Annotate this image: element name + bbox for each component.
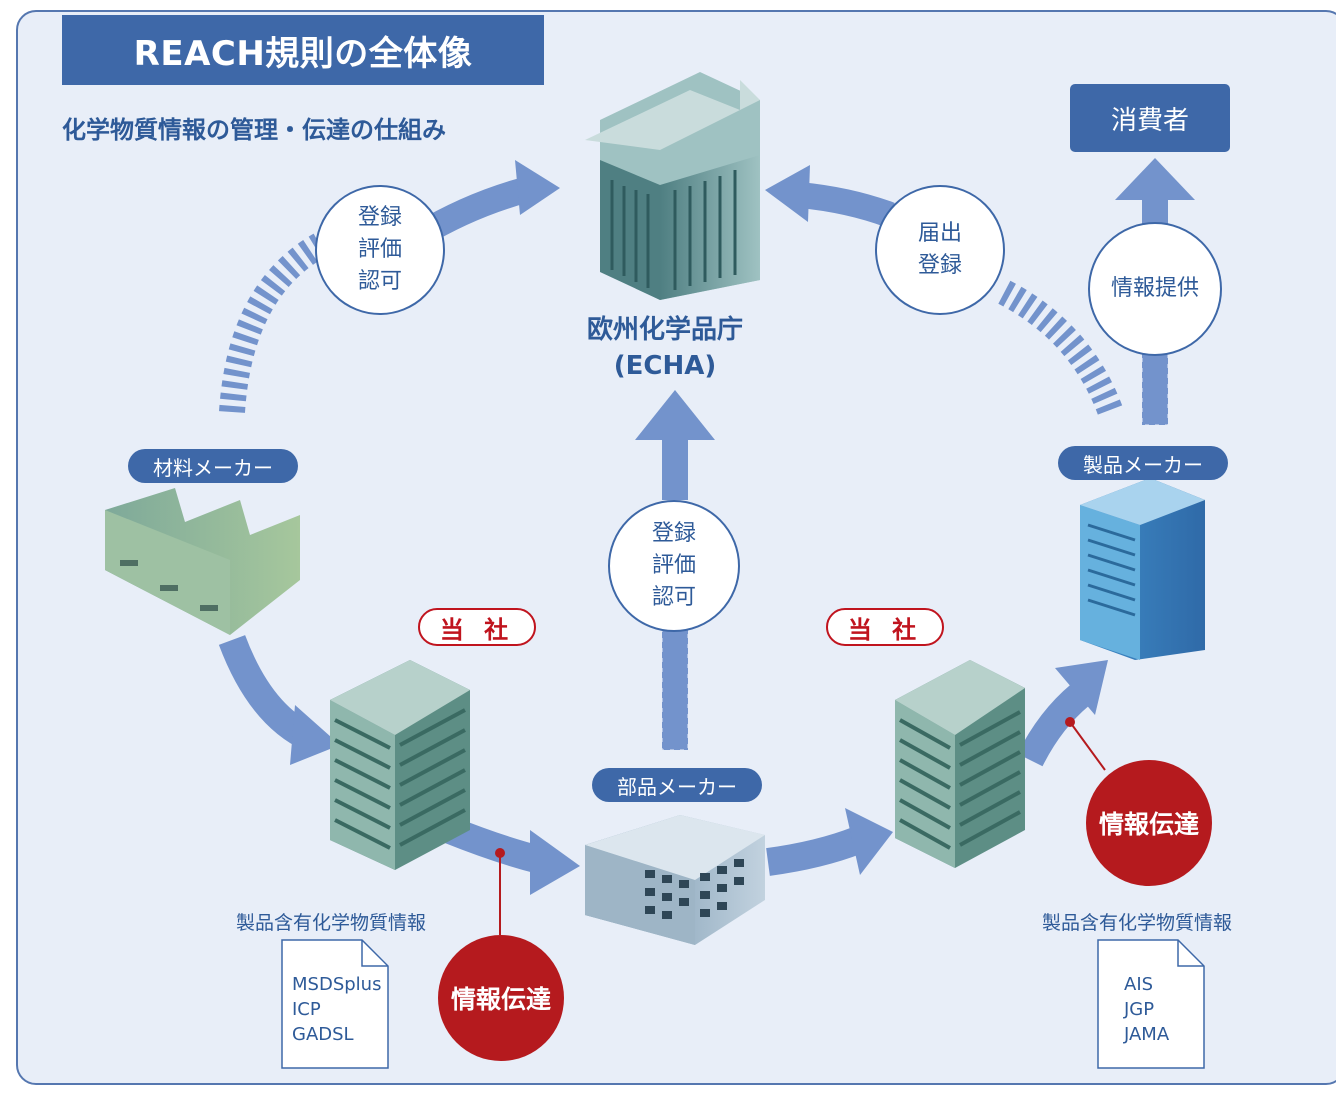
circle-line: 認可	[357, 268, 402, 294]
info-transfer-badge-left: 情報伝達	[438, 935, 564, 1061]
circle-line: 情報提供	[1110, 276, 1199, 302]
list-item: JAMA	[1124, 1024, 1170, 1046]
circle-register-evaluate-authorize-center: 登録 評価 認可	[608, 500, 740, 632]
echa-abbr: (ECHA)	[613, 351, 717, 382]
arrow-material-to-ours	[218, 634, 340, 765]
parts-maker-label: 部品メーカー	[592, 768, 762, 802]
circle-register-evaluate-authorize-left: 登録 評価 認可	[315, 185, 445, 315]
circle-line: 評価	[357, 237, 402, 263]
info-transfer-badge-right: 情報伝達	[1086, 760, 1212, 886]
echa-label: 欧州化学品庁 (ECHA)	[560, 312, 770, 385]
page-subtitle: 化学物質情報の管理・伝達の仕組み	[62, 116, 446, 144]
echa-name: 欧州化学品庁	[586, 315, 743, 345]
document-icon-left	[281, 939, 389, 1069]
consumer-box: 消費者	[1070, 84, 1230, 152]
list-item: GADSL	[292, 1024, 354, 1046]
our-company-badge-left: 当 社	[418, 608, 536, 646]
echa-building-icon	[585, 72, 760, 300]
list-item: ICP	[292, 999, 321, 1021]
circle-line: 認可	[651, 584, 696, 610]
product-maker-label: 製品メーカー	[1058, 446, 1228, 480]
document-icon-right	[1097, 939, 1205, 1069]
circle-line: 登録	[651, 521, 696, 547]
arrow-parts-to-ours-right	[766, 808, 893, 876]
factory-building-icon	[105, 488, 300, 635]
circle-line: 届出	[917, 221, 962, 247]
arrow-ours-to-product	[1017, 660, 1108, 767]
circle-line: 登録	[917, 253, 962, 278]
circle-info-provision: 情報提供	[1088, 222, 1222, 356]
arrow-ours-to-parts	[444, 817, 580, 895]
circle-line: 登録	[357, 205, 402, 231]
list-item: AIS	[1124, 974, 1154, 995]
material-maker-label: 材料メーカー	[128, 449, 298, 483]
list-item: MSDSplus	[292, 974, 382, 995]
our-company-badge-right: 当 社	[826, 608, 944, 646]
right-info-list: AIS JGP JAMA	[1124, 972, 1169, 1048]
circle-notify-register: 届出 登録	[875, 185, 1005, 315]
list-item: JGP	[1124, 999, 1155, 1021]
right-info-title: 製品含有化学物質情報	[1042, 912, 1233, 934]
our-company-building-right-icon	[895, 660, 1025, 868]
parts-maker-building-icon	[585, 815, 765, 945]
page-title: REACH規則の全体像	[62, 15, 544, 85]
info-transfer-connector-left	[495, 848, 505, 935]
circle-line: 評価	[651, 553, 696, 579]
product-maker-building-icon	[1080, 478, 1205, 660]
left-info-title: 製品含有化学物質情報	[236, 912, 427, 934]
arrow-right-arc	[765, 165, 1123, 415]
arrow-center-up	[635, 390, 715, 751]
info-transfer-connector-right	[1065, 717, 1106, 771]
our-company-building-icon	[330, 660, 470, 870]
left-info-list: MSDSplus ICP GADSL	[292, 972, 381, 1048]
